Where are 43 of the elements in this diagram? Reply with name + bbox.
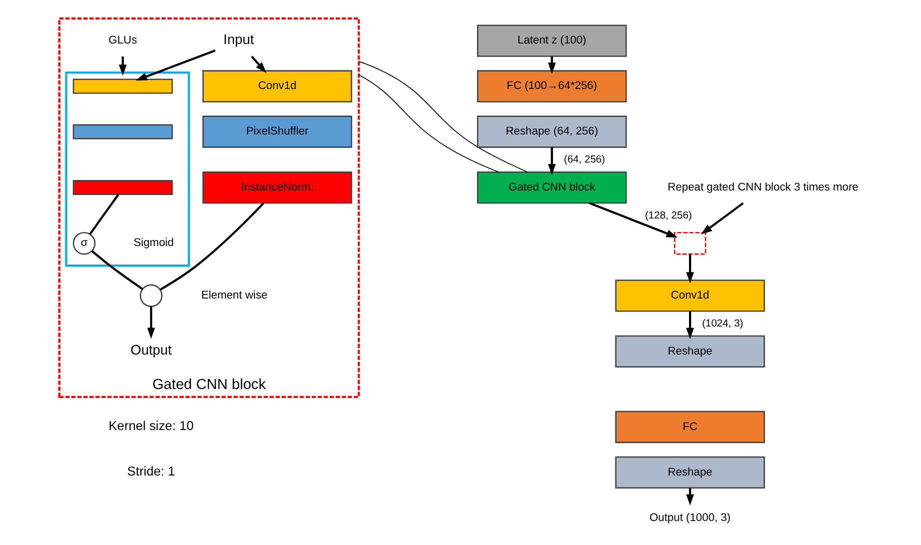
- arrow: [686, 254, 694, 284]
- node-box: Latent z (100): [477, 24, 627, 57]
- node-box: Conv1d: [615, 280, 765, 312]
- connector: [358, 74, 500, 172]
- node-text: Repeat gated CNN block 3 times more: [668, 181, 858, 194]
- node-box: Reshape (64, 256): [477, 116, 627, 148]
- node-circle: [140, 284, 162, 308]
- node-label: Sigmoid: [134, 237, 174, 250]
- edge-label: (64, 256): [564, 154, 606, 166]
- edge-label: (1024, 3): [702, 318, 744, 330]
- node-bar: [72, 124, 173, 140]
- arrow: [147, 306, 156, 339]
- node-box: PixelShuffler: [202, 116, 352, 148]
- arrow: [700, 202, 744, 234]
- node-circle: σ: [72, 232, 96, 255]
- node-box: [674, 232, 706, 255]
- node-box: Reshape: [615, 335, 765, 368]
- arrow: [250, 56, 266, 74]
- node-text: GLUs: [108, 34, 138, 47]
- node-box: FC: [615, 410, 765, 444]
- arrow: [686, 311, 694, 340]
- arrow: [548, 147, 556, 176]
- edge-label: (128, 256): [645, 210, 692, 222]
- label: Stride: 1: [127, 463, 176, 478]
- node-box: Gated CNN block: [477, 171, 627, 204]
- label: Kernel size: 10: [108, 418, 194, 433]
- node-box: InstanceNorm.: [202, 171, 352, 204]
- connector: [89, 194, 120, 235]
- connector: [91, 250, 144, 290]
- arrow: [118, 56, 127, 76]
- node-box: FC (100→64*256): [477, 70, 627, 102]
- connector: [160, 202, 264, 291]
- node-label: Element wise: [201, 290, 268, 302]
- node-text: Output: [130, 342, 172, 358]
- node-box: Reshape: [615, 456, 765, 489]
- node-box: Conv1d: [202, 70, 352, 102]
- node-bar: [72, 78, 173, 94]
- arrow: [588, 202, 678, 238]
- connector: [358, 61, 528, 172]
- node-text: Input: [223, 32, 254, 48]
- node-bar: [72, 180, 173, 196]
- arrow: [136, 50, 216, 81]
- node-text: Output (1000, 3): [649, 512, 731, 524]
